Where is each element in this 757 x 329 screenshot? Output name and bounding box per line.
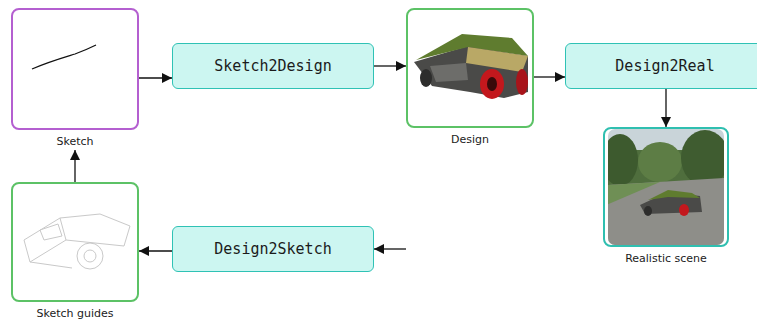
scene-frame	[603, 127, 729, 247]
image-node: Sketch	[11, 8, 139, 148]
process-box: Design2Sketch	[172, 226, 374, 272]
process-label: Design2Sketch	[214, 240, 331, 258]
process-box: Design2Real	[565, 43, 757, 89]
flow-arrow	[374, 65, 406, 66]
flow-arrow	[139, 77, 172, 78]
flow-arrow	[139, 250, 172, 251]
process-label: Sketch2Design	[214, 57, 331, 75]
guides-frame	[11, 182, 139, 302]
image-caption: Design	[406, 133, 534, 146]
flow-arrow	[665, 89, 666, 127]
sketch-stroke	[32, 45, 96, 69]
design-frame	[406, 8, 534, 128]
image-node: Realistic scene	[603, 127, 729, 265]
flow-arrow	[74, 150, 75, 182]
flow-arrow	[534, 76, 565, 77]
process-label: Design2Real	[615, 57, 714, 75]
image-node: Sketch guides	[11, 182, 139, 320]
car-render	[414, 34, 528, 99]
process-box: Sketch2Design	[172, 43, 374, 89]
image-caption: Sketch	[11, 135, 139, 148]
image-node: Design	[406, 8, 534, 146]
scene-photo	[608, 129, 724, 245]
image-caption: Sketch guides	[11, 307, 139, 320]
flow-arrow	[374, 248, 406, 249]
guide-lines	[24, 214, 130, 269]
sketch-frame	[11, 8, 139, 130]
image-caption: Realistic scene	[603, 252, 729, 265]
